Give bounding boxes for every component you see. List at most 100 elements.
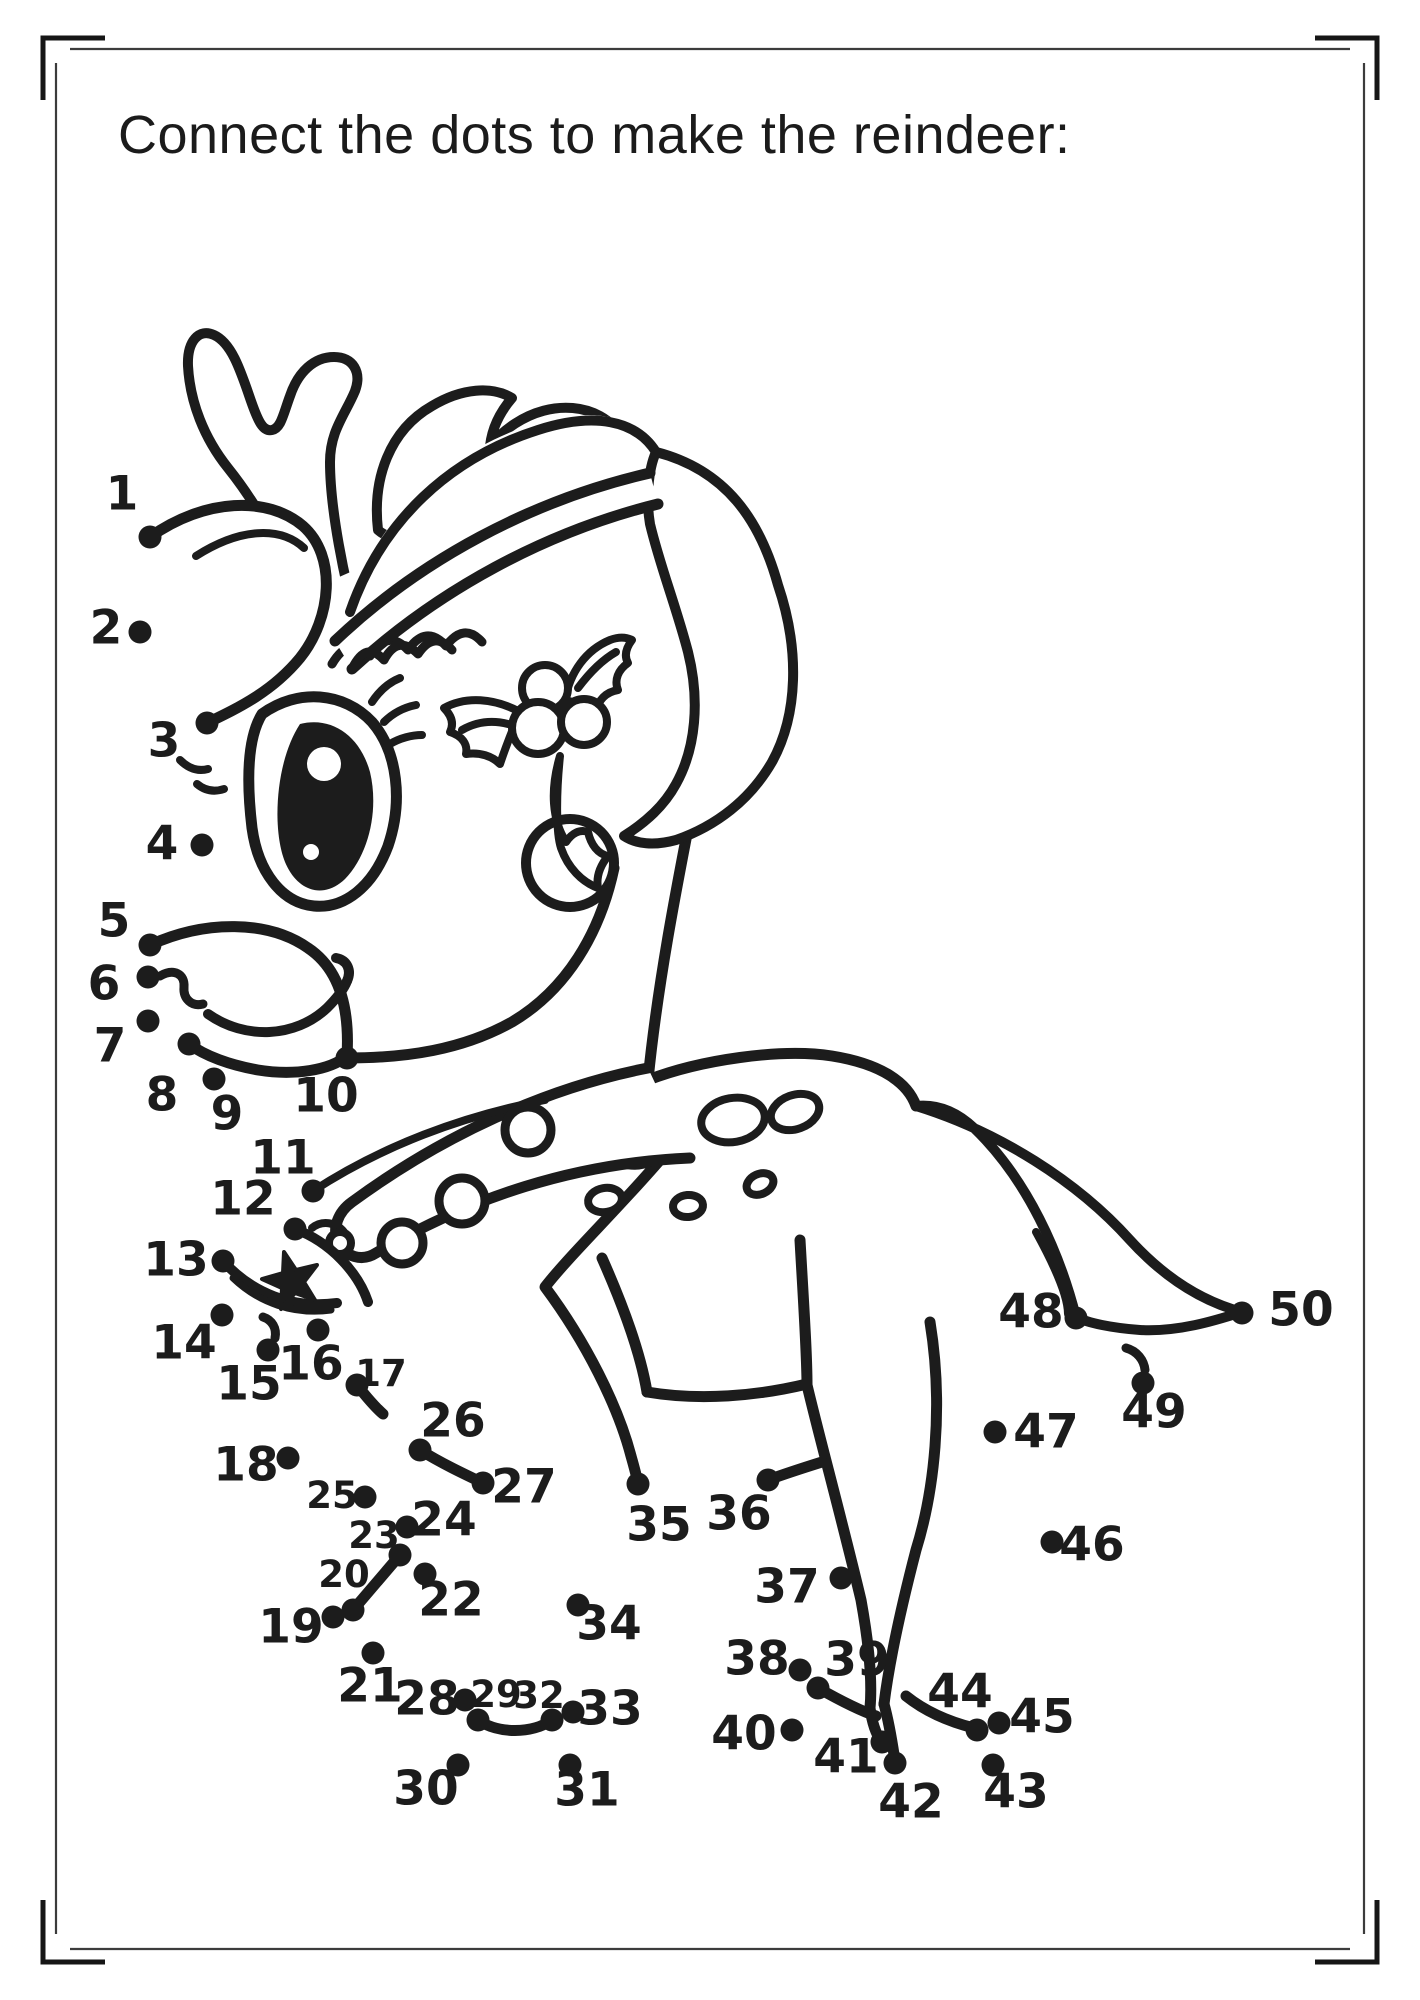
- dot-45[interactable]: [987, 1711, 1011, 1735]
- dot-14[interactable]: [210, 1303, 234, 1327]
- dot-label-12: 12: [210, 1171, 276, 1227]
- dot-label-38: 38: [724, 1631, 790, 1687]
- dot-3[interactable]: [195, 711, 219, 735]
- dot-23[interactable]: [388, 1543, 412, 1567]
- eye: [243, 674, 426, 912]
- dot-37[interactable]: [829, 1566, 853, 1590]
- tail: [911, 1100, 1247, 1336]
- dot-27[interactable]: [471, 1471, 495, 1495]
- dot-35[interactable]: [626, 1472, 650, 1496]
- dot-label-28: 28: [394, 1671, 460, 1727]
- dot-42[interactable]: [883, 1751, 907, 1775]
- dot-41[interactable]: [870, 1730, 894, 1754]
- dot-label-20: 20: [318, 1553, 370, 1597]
- dot-22[interactable]: [413, 1562, 437, 1586]
- dot-label-6: 6: [87, 956, 121, 1012]
- dot-49[interactable]: [1131, 1371, 1155, 1395]
- dot-24[interactable]: [395, 1515, 419, 1539]
- dot-15[interactable]: [256, 1338, 280, 1362]
- dot-16[interactable]: [306, 1318, 330, 1342]
- dot-label-46: 46: [1059, 1517, 1125, 1573]
- dot-4[interactable]: [190, 833, 214, 857]
- dot-32[interactable]: [540, 1708, 564, 1732]
- page-title: Connect the dots to make the reindeer:: [118, 105, 1071, 165]
- dot-7[interactable]: [136, 1009, 160, 1033]
- dot-44[interactable]: [965, 1718, 989, 1742]
- hat-tail: [619, 447, 799, 849]
- dot-label-30: 30: [393, 1761, 459, 1817]
- dot-label-5: 5: [97, 893, 131, 949]
- holly-sprig: [440, 633, 636, 892]
- dot-17[interactable]: [345, 1373, 369, 1397]
- dot-40[interactable]: [780, 1718, 804, 1742]
- dot-19[interactable]: [321, 1605, 345, 1629]
- ear: [150, 505, 327, 723]
- nostril: [155, 968, 208, 1010]
- dot-9[interactable]: [202, 1067, 226, 1091]
- dot-26[interactable]: [408, 1438, 432, 1462]
- dot-label-11: 11: [250, 1130, 316, 1186]
- dot-34[interactable]: [566, 1593, 590, 1617]
- dot-label-10: 10: [293, 1068, 359, 1124]
- dot-8[interactable]: [177, 1032, 201, 1056]
- dot-43[interactable]: [981, 1753, 1005, 1777]
- dot-label-24: 24: [411, 1492, 477, 1548]
- dot-label-36: 36: [706, 1486, 772, 1542]
- dot-label-42: 42: [878, 1774, 944, 1830]
- dot-33[interactable]: [561, 1700, 585, 1724]
- dot-30[interactable]: [446, 1753, 470, 1777]
- dot-48[interactable]: [1064, 1306, 1088, 1330]
- dot-label-50: 50: [1268, 1282, 1334, 1338]
- dot-label-15: 15: [216, 1356, 282, 1412]
- dot-label-22: 22: [418, 1572, 484, 1628]
- dot-label-29: 29: [470, 1673, 522, 1717]
- dot-13[interactable]: [211, 1249, 235, 1273]
- dot-label-2: 2: [89, 600, 123, 656]
- dot-label-18: 18: [213, 1437, 279, 1493]
- dot-1[interactable]: [138, 525, 162, 549]
- dot-6[interactable]: [136, 965, 160, 989]
- jaw-line: [341, 862, 620, 1064]
- dot-label-44: 44: [927, 1664, 993, 1720]
- dot-25[interactable]: [353, 1485, 377, 1509]
- dot-label-32: 32: [513, 1674, 565, 1718]
- dot-50[interactable]: [1230, 1301, 1254, 1325]
- dot-20[interactable]: [341, 1598, 365, 1622]
- dot-label-21: 21: [337, 1658, 403, 1714]
- dot-label-23: 23: [348, 1514, 400, 1558]
- dot-29[interactable]: [466, 1708, 490, 1732]
- dot-label-31: 31: [554, 1762, 620, 1818]
- dot-label-25: 25: [306, 1474, 358, 1518]
- smile: [203, 976, 352, 1037]
- dot-11[interactable]: [301, 1179, 325, 1203]
- dot-label-49: 49: [1121, 1384, 1187, 1440]
- dot-31[interactable]: [558, 1753, 582, 1777]
- dot-10[interactable]: [335, 1046, 359, 1070]
- dot-label-27: 27: [491, 1459, 557, 1515]
- frame-corner-marks: [40, 35, 1380, 1965]
- dot-label-4: 4: [145, 816, 179, 872]
- dot-label-43: 43: [983, 1764, 1049, 1820]
- dot-47[interactable]: [983, 1420, 1007, 1444]
- dot-39[interactable]: [806, 1676, 830, 1700]
- dot-label-13: 13: [143, 1232, 209, 1288]
- dot-28[interactable]: [453, 1688, 477, 1712]
- dot-label-14: 14: [151, 1315, 217, 1371]
- dot-label-9: 9: [210, 1086, 244, 1142]
- dot-label-34: 34: [576, 1596, 642, 1652]
- dot-21[interactable]: [361, 1641, 385, 1665]
- dot-label-35: 35: [626, 1497, 692, 1553]
- dot-label-19: 19: [258, 1599, 324, 1655]
- dot-label-8: 8: [145, 1067, 179, 1123]
- dot-36[interactable]: [756, 1468, 780, 1492]
- dot-5[interactable]: [138, 933, 162, 957]
- dot-46[interactable]: [1040, 1530, 1064, 1554]
- dot-12[interactable]: [283, 1217, 307, 1241]
- dot-label-1: 1: [105, 466, 139, 522]
- dot-2[interactable]: [128, 620, 152, 644]
- dot-38[interactable]: [788, 1658, 812, 1682]
- dot-label-3: 3: [147, 713, 181, 769]
- dot-18[interactable]: [276, 1446, 300, 1470]
